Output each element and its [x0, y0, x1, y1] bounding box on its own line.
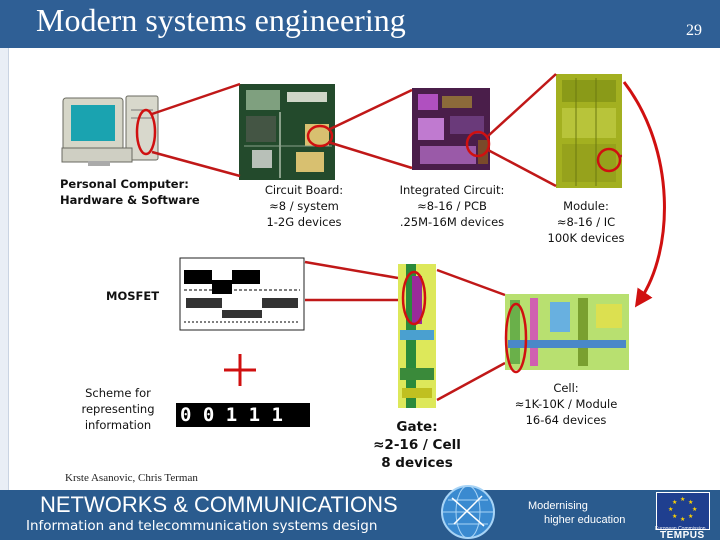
- module-to-cell-arrow: [622, 81, 666, 308]
- page-number: 29: [686, 22, 702, 39]
- mosfet-image: [179, 257, 305, 331]
- gate-highlight-ellipse: [401, 270, 427, 326]
- integrated-circuit-label: Integrated Circuit:≈8-16 / PCB.25M-16M d…: [399, 183, 505, 229]
- cell-highlight-ellipse: [504, 302, 528, 374]
- circuit-board-image: [239, 84, 335, 180]
- ic-highlight-ellipse: [465, 130, 491, 158]
- module-highlight-circle: [596, 147, 622, 173]
- pc-image: [61, 95, 159, 166]
- plus-sign: [224, 354, 256, 386]
- binary-digits: 0 0 1 1 1: [180, 404, 283, 426]
- binary-image-background: [176, 403, 310, 427]
- hierarchy-diagram: [61, 73, 666, 427]
- tempus-logo-text: TEMPUS: [660, 530, 705, 541]
- author-credit: Krste Asanovic, Chris Terman: [65, 472, 198, 484]
- footer-subheading: Information and telecommunication system…: [26, 518, 378, 534]
- zoom-connector-lines: [151, 73, 622, 402]
- globe-icon: [441, 485, 495, 539]
- board-highlight-ellipse: [306, 124, 334, 148]
- eu-commission-text: European Commission: [655, 526, 706, 532]
- footer-heading: NETWORKS & COMMUNICATIONS: [40, 492, 398, 517]
- pc-highlight-ellipse: [135, 108, 157, 156]
- eu-flag-icon: ★ ★ ★ ★ ★ ★ ★ ★: [656, 492, 710, 530]
- integrated-circuit-image: [412, 88, 490, 170]
- modernising-line-1: Modernising: [528, 500, 588, 512]
- mosfet-label: MOSFET: [106, 289, 160, 303]
- modernising-line-2: higher education: [544, 514, 626, 526]
- pc-label: Personal Computer:Hardware & Software: [60, 177, 200, 207]
- left-margin-strip: [0, 48, 9, 490]
- header-bar: Modern systems engineering 29: [0, 0, 720, 48]
- module-image: [556, 74, 622, 188]
- slide-title: Modern systems engineering: [36, 2, 406, 38]
- footer-bar: NETWORKS & COMMUNICATIONS Information an…: [0, 485, 720, 541]
